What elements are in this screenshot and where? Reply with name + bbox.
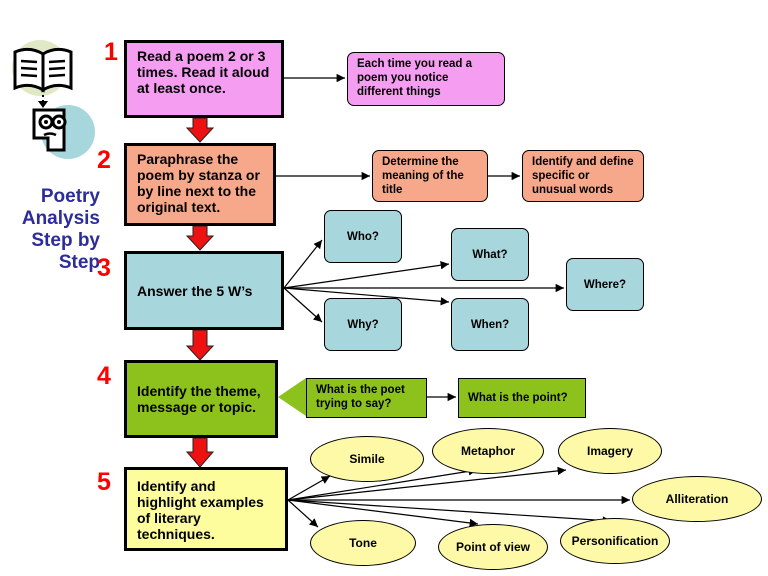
down-arrow-3 bbox=[185, 329, 215, 361]
connector-s5-metaphor bbox=[287, 467, 478, 501]
connector-s3-when bbox=[283, 287, 450, 306]
technique-personification: Personification bbox=[560, 518, 670, 564]
step-number-4: 4 bbox=[97, 362, 111, 390]
step-4-box: Identify the theme, message or topic. bbox=[124, 360, 278, 438]
w-when: When? bbox=[451, 298, 529, 351]
title-line-2: Analysis bbox=[21, 208, 100, 229]
diagram-title: Poetry Analysis Step by Step bbox=[4, 186, 100, 274]
connector-s5-simile bbox=[287, 475, 331, 501]
connector-s5-pov bbox=[287, 499, 479, 528]
note-define-words: Identify and define specific or unusual … bbox=[522, 150, 644, 202]
w-who: Who? bbox=[324, 210, 402, 263]
step-number-5: 5 bbox=[97, 468, 111, 496]
step-number-1: 1 bbox=[104, 38, 118, 66]
step-number-3: 3 bbox=[97, 254, 111, 282]
connector-s5-personification bbox=[287, 499, 612, 525]
note-read-again: Each time you read a poem you notice dif… bbox=[347, 52, 505, 106]
w-where: Where? bbox=[566, 258, 644, 311]
technique-tone: Tone bbox=[310, 520, 416, 566]
step-3-box: Answer the 5 W’s bbox=[124, 251, 284, 330]
w-why: Why? bbox=[324, 298, 402, 351]
step-5-box: Identify and highlight examples of liter… bbox=[124, 467, 288, 551]
poet-chevron-shape bbox=[278, 378, 306, 416]
connector-s5-tone bbox=[287, 499, 319, 528]
note-the-point: What is the point? bbox=[458, 378, 586, 418]
technique-simile: Simile bbox=[310, 436, 424, 482]
connector-s3-what bbox=[283, 261, 450, 289]
w-what: What? bbox=[451, 228, 529, 281]
step-1-box: Read a poem 2 or 3 times. Read it aloud … bbox=[124, 40, 284, 118]
open-book-icon bbox=[12, 40, 73, 108]
connector-s5-imagery bbox=[287, 466, 567, 501]
down-arrow-2 bbox=[185, 225, 215, 251]
technique-metaphor: Metaphor bbox=[432, 428, 544, 474]
note-poet-saying: What is the poet trying to say? bbox=[306, 378, 427, 418]
title-line-4: Step bbox=[58, 252, 100, 273]
poetry-clipart bbox=[12, 40, 95, 159]
note-determine-title: Determine the meaning of the title bbox=[372, 150, 488, 202]
down-arrows bbox=[185, 117, 215, 468]
step-2-box: Paraphrase the poem by stanza or by line… bbox=[124, 143, 276, 226]
title-line-1: Poetry bbox=[40, 186, 100, 207]
technique-imagery: Imagery bbox=[558, 428, 662, 474]
reading-face-icon bbox=[32, 105, 95, 159]
down-arrow-1 bbox=[185, 117, 215, 143]
step-number-2: 2 bbox=[97, 146, 111, 174]
technique-point-of-view: Point of view bbox=[438, 524, 548, 570]
technique-alliteration: Alliteration bbox=[632, 476, 762, 522]
title-line-3: Step by bbox=[31, 230, 100, 251]
connector-s3-why bbox=[283, 287, 323, 323]
connector-s3-who bbox=[283, 239, 323, 289]
down-arrow-4 bbox=[185, 437, 215, 468]
